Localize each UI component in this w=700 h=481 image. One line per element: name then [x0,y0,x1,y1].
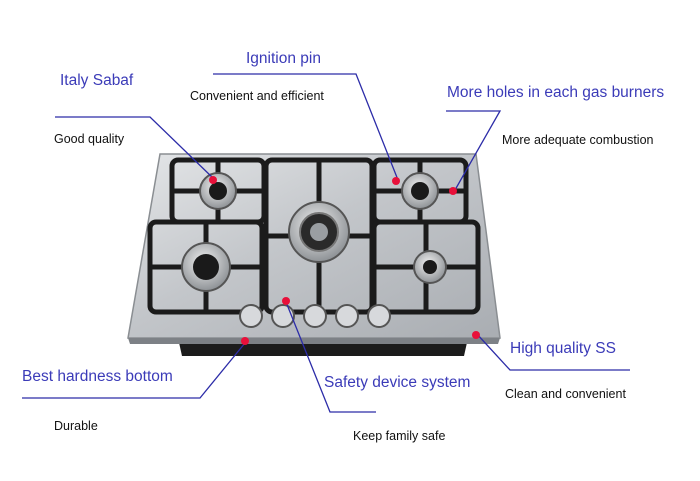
callout-title-best-hardness-bottom: Best hardness bottom [22,368,173,385]
knob [303,304,327,328]
callout-desc-safety-device: Keep family safe [353,429,446,443]
callout-title-more-holes: More holes in each gas burners [447,84,665,101]
knob [271,304,295,328]
leader-lines [22,73,630,413]
callout-title-italy-sabaf: Italy Sabaf [60,72,134,89]
callout-title-high-quality-ss: High quality SS [510,340,616,357]
callout-title-safety-device: Safety device system [324,374,471,391]
knob [239,304,263,328]
burners [181,172,447,292]
steel-plate-edge [128,338,500,344]
callout-desc-more-holes: More adequate combustion [502,133,654,147]
marker-safety-device [282,297,290,305]
knob [335,304,359,328]
marker-high-quality-ss [472,331,480,339]
knob [367,304,391,328]
callout-desc-best-hardness-bottom: Durable [54,419,98,433]
marker-best-hardness-bottom [241,337,249,345]
callout-title-ignition-pin: Ignition pin [246,50,321,67]
marker-more-holes [449,187,457,195]
callout-desc-high-quality-ss: Clean and convenient [505,387,626,401]
callout-desc-italy-sabaf: Good quality [54,132,125,146]
marker-ignition-pin [392,177,400,185]
marker-italy-sabaf [209,176,217,184]
callout-desc-ignition-pin: Convenient and efficient [190,89,324,103]
control-knobs [239,304,391,328]
marker-dots [209,176,480,345]
